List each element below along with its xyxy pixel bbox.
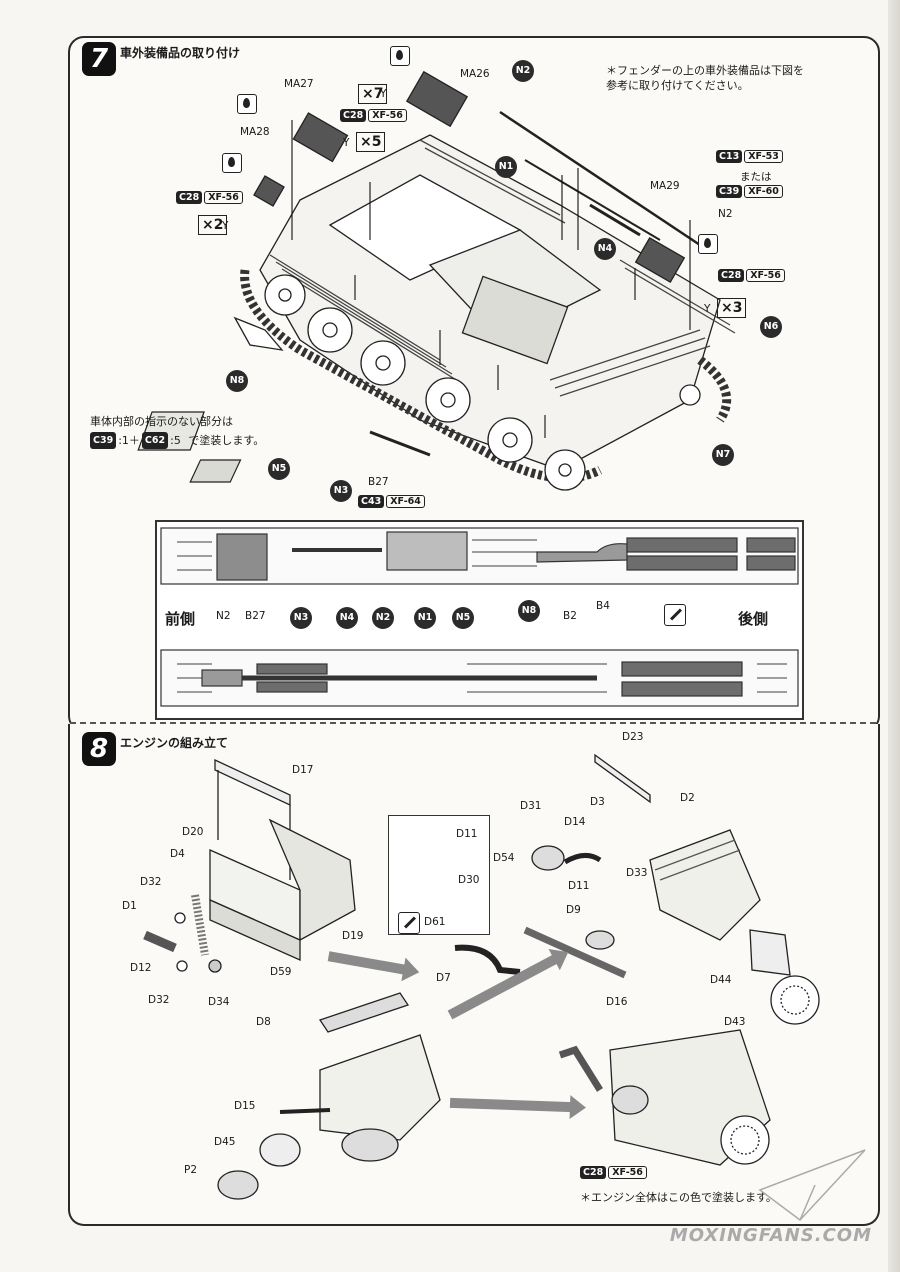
paint-drop-icon bbox=[698, 234, 718, 254]
label-d43: D43 bbox=[724, 1016, 746, 1028]
paint-drop-icon bbox=[390, 46, 410, 66]
label-d12: D12 bbox=[130, 962, 152, 974]
part-callout-n6: N6 bbox=[760, 316, 782, 338]
label-d61: D61 bbox=[424, 916, 446, 928]
label-d1: D1 bbox=[122, 900, 137, 912]
label-d20: D20 bbox=[182, 826, 204, 838]
part-callout-n5: N5 bbox=[268, 458, 290, 480]
label-ma28: MA28 bbox=[240, 126, 270, 138]
label-b4: B4 bbox=[596, 600, 610, 612]
qty-x5: ×5 bbox=[356, 132, 386, 152]
label-d15: D15 bbox=[234, 1100, 256, 1112]
qty-x2: ×2 bbox=[198, 215, 228, 235]
watermark: MOXINGFANS.COM bbox=[669, 1225, 872, 1246]
engine-paint-note: ＊エンジン全体はこの色で塗装します。 bbox=[580, 1191, 777, 1204]
part-callout-n7: N7 bbox=[712, 444, 734, 466]
detail-inset bbox=[388, 815, 490, 935]
front-side-label: 前側 bbox=[165, 610, 196, 628]
label-d23: D23 bbox=[622, 731, 644, 743]
step7-title: 車外装備品の取り付け bbox=[120, 46, 241, 60]
paint-drop-icon bbox=[222, 153, 242, 173]
label-d2: D2 bbox=[680, 792, 695, 804]
part-callout-n1: N1 bbox=[414, 607, 436, 629]
interior-note-line2: C39 :1＋ C62 :5 で塗装します。 bbox=[90, 432, 264, 449]
label-n2: N2 bbox=[718, 208, 733, 220]
label-y: Y bbox=[380, 88, 387, 100]
interior-note-line1: 車体内部の指示のない部分は bbox=[90, 415, 233, 428]
step8-title: エンジンの組み立て bbox=[120, 736, 229, 750]
label-n2: N2 bbox=[216, 610, 231, 622]
label-d17: D17 bbox=[292, 764, 314, 776]
label-d11: D11 bbox=[456, 828, 478, 840]
label-d16: D16 bbox=[606, 996, 628, 1008]
label-d33: D33 bbox=[626, 867, 648, 879]
rear-side-label: 後側 bbox=[738, 610, 769, 628]
label-b27: B27 bbox=[368, 476, 389, 488]
label-d3: D3 bbox=[590, 796, 605, 808]
label-b27: B27 bbox=[245, 610, 266, 622]
label-y: Y bbox=[343, 137, 350, 149]
part-callout-n4: N4 bbox=[594, 238, 616, 260]
label-d14: D14 bbox=[564, 816, 586, 828]
label-d19: D19 bbox=[342, 930, 364, 942]
page-edge bbox=[888, 0, 900, 1272]
part-callout-n8: N8 bbox=[518, 600, 540, 622]
label-d59: D59 bbox=[270, 966, 292, 978]
or-text: または bbox=[740, 171, 772, 183]
label-y: Y bbox=[222, 220, 229, 232]
fender-note: ＊フェンダーの上の車外装備品は下図を 参考に取り付けてください。 bbox=[606, 64, 804, 92]
step7-number: 7 bbox=[82, 42, 116, 76]
brush-paint-icon bbox=[398, 912, 420, 934]
brush-paint-icon bbox=[664, 604, 686, 626]
paint-drop-icon bbox=[237, 94, 257, 114]
step-divider bbox=[70, 722, 876, 724]
part-callout-n2: N2 bbox=[372, 607, 394, 629]
label-ma27: MA27 bbox=[284, 78, 314, 90]
label-ma29: MA29 bbox=[650, 180, 680, 192]
fender-layout-diagram bbox=[155, 520, 804, 720]
label-d9: D9 bbox=[566, 904, 581, 916]
part-callout-n3: N3 bbox=[330, 480, 352, 502]
label-d44: D44 bbox=[710, 974, 732, 986]
label-d4: D4 bbox=[170, 848, 185, 860]
label-p2: P2 bbox=[184, 1164, 198, 1176]
label-b2: B2 bbox=[563, 610, 577, 622]
label-d11: D11 bbox=[568, 880, 590, 892]
label-d30: D30 bbox=[458, 874, 480, 886]
step8-number: 8 bbox=[82, 732, 116, 766]
qty-x3: ×3 bbox=[717, 298, 747, 318]
qty-x7: ×7 bbox=[358, 84, 388, 104]
label-d31: D31 bbox=[520, 800, 542, 812]
part-callout-n5: N5 bbox=[452, 607, 474, 629]
label-d34: D34 bbox=[208, 996, 230, 1008]
part-callout-n2: N2 bbox=[512, 60, 534, 82]
label-ma26: MA26 bbox=[460, 68, 490, 80]
label-d32: D32 bbox=[148, 994, 170, 1006]
part-callout-n3: N3 bbox=[290, 607, 312, 629]
part-callout-n4: N4 bbox=[336, 607, 358, 629]
label-d7: D7 bbox=[436, 972, 451, 984]
part-callout-n1: N1 bbox=[495, 156, 517, 178]
label-y: Y bbox=[704, 303, 711, 315]
label-d8: D8 bbox=[256, 1016, 271, 1028]
label-d45: D45 bbox=[214, 1136, 236, 1148]
label-d32: D32 bbox=[140, 876, 162, 888]
label-d54: D54 bbox=[493, 852, 515, 864]
part-callout-n8: N8 bbox=[226, 370, 248, 392]
